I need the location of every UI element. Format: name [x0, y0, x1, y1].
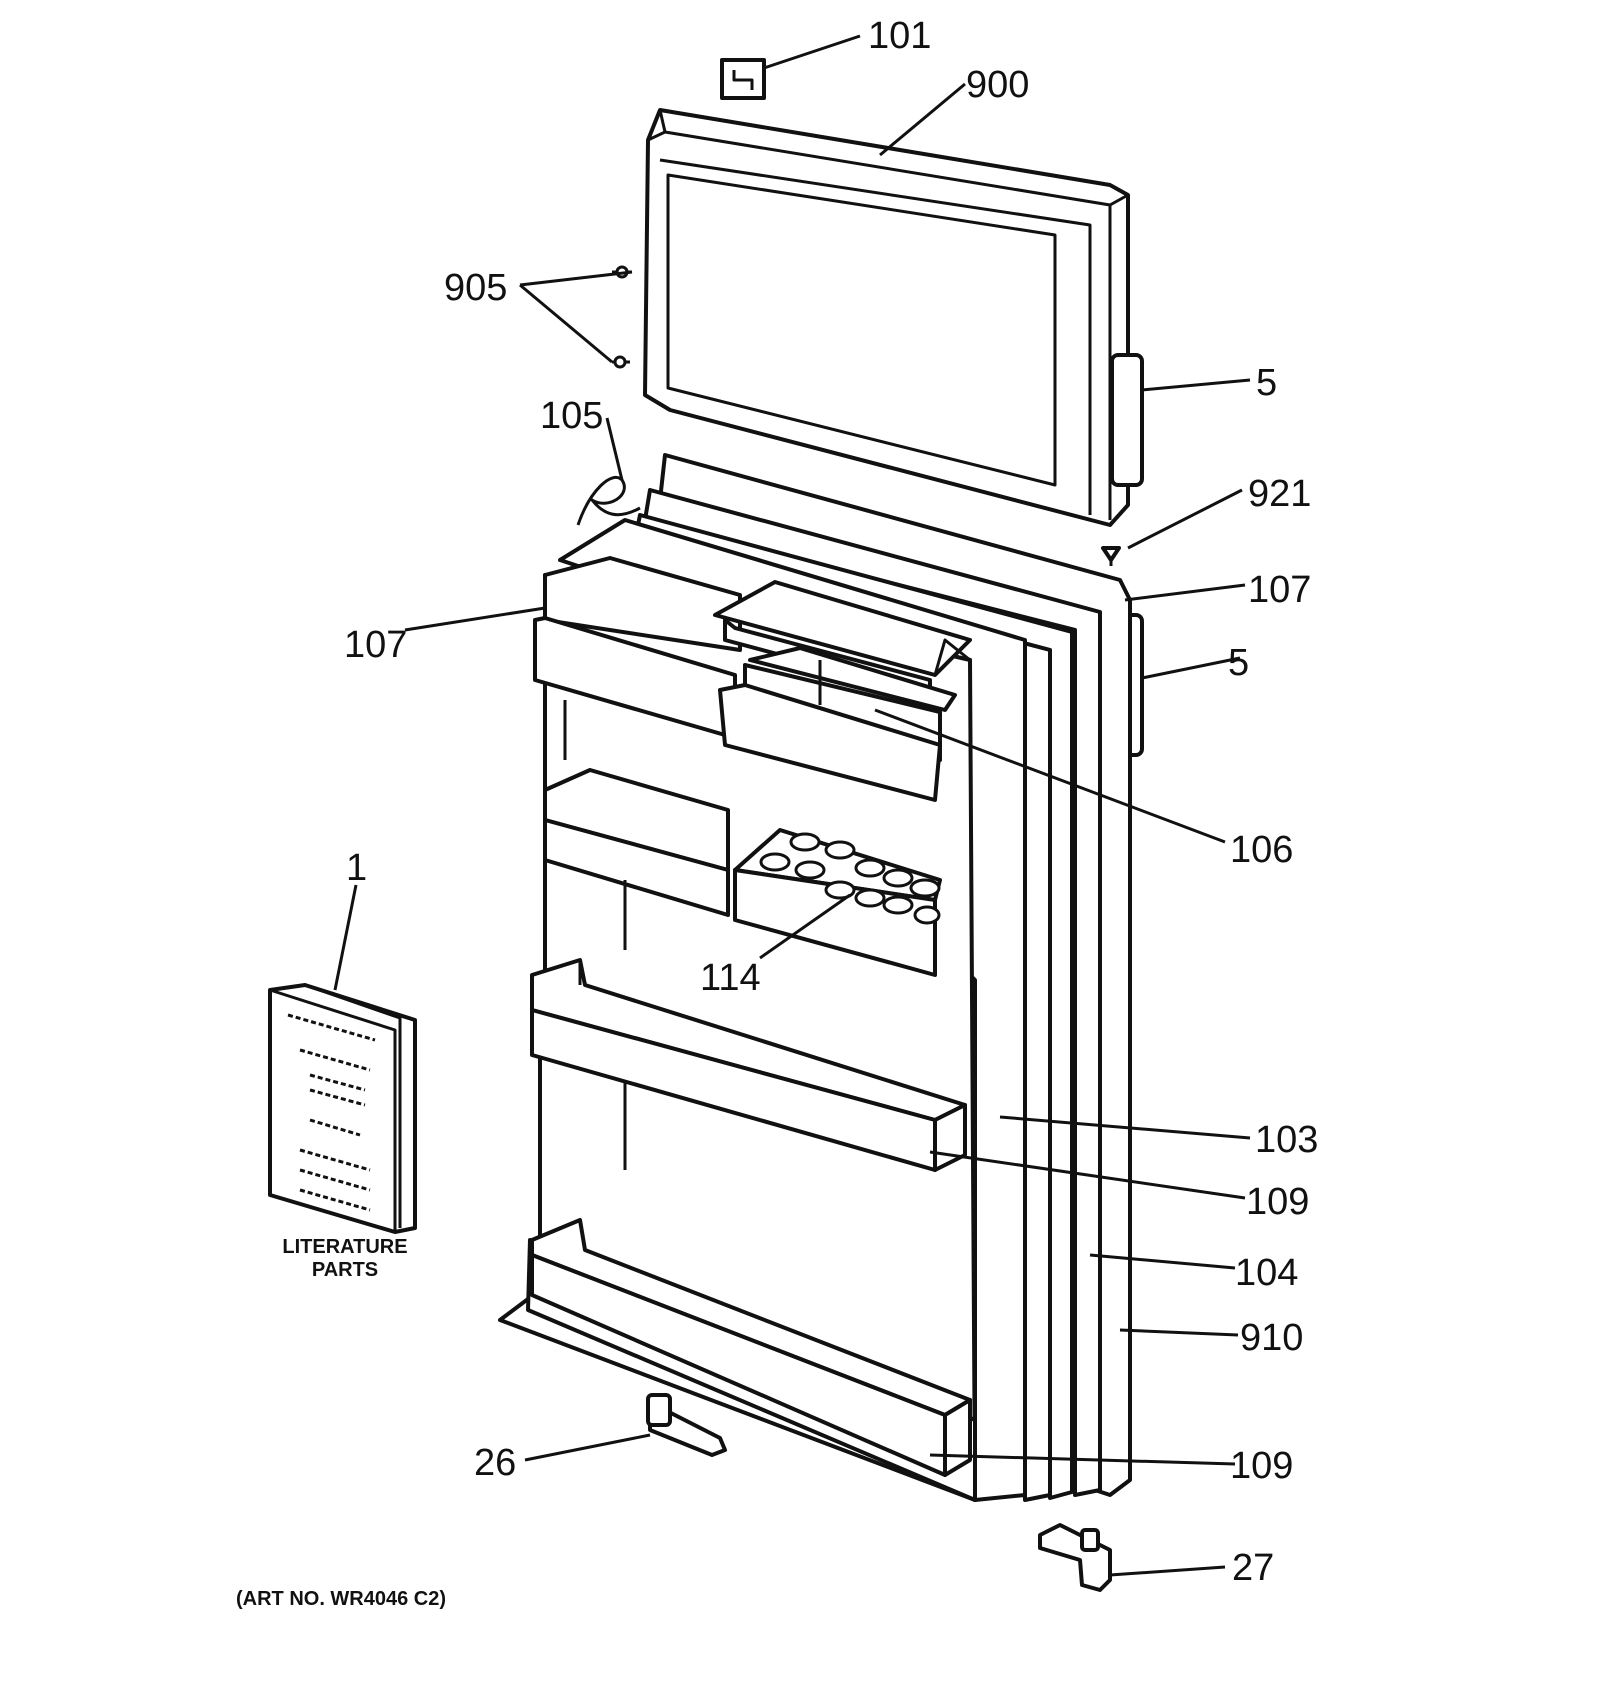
label-905: 905: [444, 267, 507, 309]
part-109-bottom-bin: [530, 1218, 972, 1477]
part-101-plug: [720, 58, 766, 100]
part-105-spring: [576, 476, 641, 526]
label-5-mid: 5: [1228, 642, 1249, 684]
part-106-dairy-compartment: [718, 646, 957, 802]
label-5-top: 5: [1256, 362, 1277, 404]
label-106: 106: [1230, 829, 1293, 871]
label-105: 105: [540, 395, 603, 437]
part-5-handle-top: [1110, 353, 1144, 487]
label-101: 101: [868, 15, 931, 57]
label-109-mid: 109: [1246, 1181, 1309, 1223]
literature-caption-line2: PARTS: [312, 1259, 378, 1281]
label-910: 910: [1240, 1317, 1303, 1359]
art-number: (ART NO. WR4046 C2): [236, 1588, 446, 1610]
part-27-hinge: [1038, 1523, 1112, 1592]
label-114: 114: [700, 957, 761, 999]
part-26-hinge-pin: [646, 1393, 727, 1457]
part-114-egg-tray: [733, 828, 942, 977]
label-26: 26: [474, 1442, 516, 1484]
label-27: 27: [1232, 1547, 1274, 1589]
label-921: 921: [1248, 473, 1311, 515]
part-109-middle-bin: [530, 958, 967, 1172]
label-107-left: 107: [344, 624, 407, 666]
left-middle-shelf: [543, 700, 730, 950]
part-905-screws: [612, 265, 632, 369]
callout-labels: 101 900 905 5 105 921 107 107 5 106 1 11…: [344, 15, 1318, 1589]
label-1: 1: [346, 847, 367, 889]
part-900-freezer-door: [643, 108, 1130, 527]
part-921-screw: [1101, 546, 1121, 566]
leader-lines: [333, 34, 1251, 1577]
label-109-bottom: 109: [1230, 1445, 1293, 1487]
label-900: 900: [966, 64, 1029, 106]
label-107-right: 107: [1248, 569, 1311, 611]
label-103: 103: [1255, 1119, 1318, 1161]
label-104: 104: [1235, 1252, 1298, 1294]
part-1-literature-booklet: [268, 983, 417, 1234]
literature-caption-line1: LITERATURE: [282, 1236, 407, 1258]
part-107-shelf-left: [533, 556, 742, 737]
